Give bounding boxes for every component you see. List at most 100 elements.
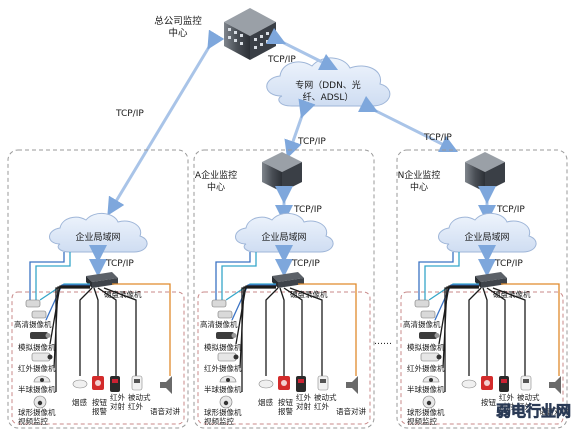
- private-to-a-center-link: [284, 98, 316, 159]
- device-wire-8: [492, 287, 526, 376]
- lan-cloud-icon: [49, 213, 148, 253]
- center-title-line2: 中心: [207, 181, 225, 193]
- lan-label: 企业局域网: [261, 231, 306, 243]
- intercom-label: 语音对讲: [539, 406, 569, 416]
- half-dome-camera-icon: [219, 375, 237, 383]
- tcpip-label-lan-dvr: TCP/IP: [291, 259, 320, 269]
- device-area-border: [11, 291, 185, 425]
- device-wire-1: [231, 284, 276, 321]
- device-wire-6: [279, 287, 285, 376]
- enterprise-panel-border: [193, 149, 375, 429]
- intercom-speaker-icon: [160, 376, 172, 394]
- smoke-detector-icon: [72, 379, 88, 389]
- alarm-label: 报警: [92, 406, 107, 416]
- alarm-button-icon: [92, 376, 104, 390]
- hd-camera-label: 高清摄像机: [200, 319, 238, 329]
- tcpip-label-center-lan: TCP/IP: [496, 205, 525, 215]
- passive-ir-detector-icon: [131, 375, 143, 391]
- dome-camera-label-line1: 球形摄像机: [407, 407, 445, 417]
- ir-camera-label: 红外摄像机: [204, 363, 242, 373]
- lan-camera-wire-2: [424, 252, 460, 300]
- device-wire-4: [444, 287, 479, 392]
- device-wire-9: [501, 283, 560, 376]
- device-wire-2: [235, 285, 276, 345]
- center-title-line2: 中心: [410, 181, 428, 193]
- tcpip-label-center-lan: TCP/IP: [293, 205, 322, 215]
- device-wire-6: [482, 287, 488, 376]
- tcpip-label-private-n: TCP/IP: [423, 133, 452, 143]
- device-wire-6: [93, 287, 99, 376]
- center-title-line1: A企业监控: [195, 169, 237, 181]
- dome-camera-label-line1: 球形摄像机: [18, 407, 56, 417]
- dome-camera-icon: [33, 395, 47, 409]
- device-wire-3: [53, 286, 90, 369]
- device-wire-0: [39, 283, 90, 301]
- device-wire-3: [239, 286, 276, 369]
- half-dome-camera-icon: [422, 375, 440, 383]
- alarm-button-icon: [278, 376, 290, 390]
- more-enterprises-ellipsis: ……: [374, 337, 392, 347]
- passive-ir-detector-icon: [317, 375, 329, 391]
- watermark-text: 弱电行业网: [496, 402, 571, 420]
- dome-camera-icon: [422, 395, 436, 409]
- intercom-label: 语音对讲: [150, 406, 180, 416]
- lan-camera-wire: [418, 252, 454, 300]
- intercom-speaker-icon: [549, 376, 561, 394]
- enterprise-panel-border: [7, 149, 189, 429]
- monitoring-center-building-icon: [465, 152, 505, 192]
- device-wire-9: [112, 283, 171, 376]
- dvr-icon: [475, 272, 507, 288]
- tcpip-label-hq-lan1: TCP/IP: [115, 109, 144, 119]
- alarm-button-label: 按钮: [278, 397, 293, 407]
- passive-ir-label-line1: 被动式: [128, 392, 151, 402]
- lan-camera-wire: [215, 252, 251, 300]
- hq-building-icon: [224, 8, 276, 60]
- dvr-icon: [272, 272, 304, 288]
- passive-ir-label-line1: 被动式: [517, 392, 540, 402]
- half-dome-camera-icon: [33, 375, 51, 383]
- hd-camera-icon: [414, 299, 436, 319]
- smoke-detector-label: 烟感: [258, 397, 273, 407]
- device-wire-4: [241, 287, 276, 392]
- smoke-detector-icon: [461, 379, 477, 389]
- hq-title-line2: 中心: [168, 27, 188, 39]
- hd-camera-icon: [211, 299, 233, 319]
- private-to-n-center-link: [357, 95, 459, 153]
- device-wire-5: [79, 287, 93, 376]
- private-network-line1: 专网（DDN、光: [295, 79, 361, 91]
- lan-camera-wire-2: [221, 252, 257, 300]
- device-wire-1: [45, 284, 90, 321]
- monitoring-center-building-icon: [262, 152, 302, 192]
- device-wire-0: [428, 283, 479, 301]
- hq-to-lan1-link: [107, 29, 225, 216]
- smoke-detector-icon: [258, 379, 274, 389]
- analog-camera-icon: [216, 332, 237, 339]
- ir-beam-detector-icon: [110, 376, 120, 392]
- enterprise-panels: 企业局域网TCP/IP硬盘录像机高清摄像机模拟摄像机红外摄像机半球摄像机球形摄像…: [7, 149, 569, 429]
- hd-camera-icon: [25, 299, 47, 319]
- device-wire-2: [49, 285, 90, 345]
- dome-camera-label-line2: 视频监控: [407, 416, 437, 426]
- device-wire-7: [97, 287, 117, 376]
- enterprise-panel-1: A企业监控中心TCP/IP企业局域网TCP/IP硬盘录像机高清摄像机模拟摄像机红…: [193, 149, 375, 429]
- passive-ir-label-line2: 红外: [128, 401, 143, 411]
- lan-label: 企业局域网: [464, 231, 509, 243]
- alarm-label: 报警: [278, 406, 293, 416]
- alarm-button-icon: [481, 376, 493, 390]
- device-area-border: [197, 291, 371, 425]
- hd-camera-label: 高清摄像机: [403, 319, 441, 329]
- dvr-label: 硬盘录像机: [290, 289, 328, 299]
- enterprise-panel-2: N企业监控中心TCP/IP企业局域网TCP/IP硬盘录像机高清摄像机模拟摄像机红…: [396, 149, 569, 429]
- hq-to-private-link: [265, 27, 339, 71]
- lan-cloud-icon: [235, 213, 334, 253]
- passive-ir-detector-icon: [520, 375, 532, 391]
- analog-camera-label: 模拟摄像机: [18, 342, 56, 352]
- device-wire-5: [265, 287, 279, 376]
- hq-title-line1: 总公司监控: [154, 15, 202, 27]
- ir-camera-label: 红外摄像机: [18, 363, 56, 373]
- lan-cloud-icon: [438, 213, 537, 253]
- dvr-icon: [86, 272, 118, 288]
- tcpip-label-lan-dvr: TCP/IP: [105, 259, 134, 269]
- analog-camera-icon: [30, 332, 51, 339]
